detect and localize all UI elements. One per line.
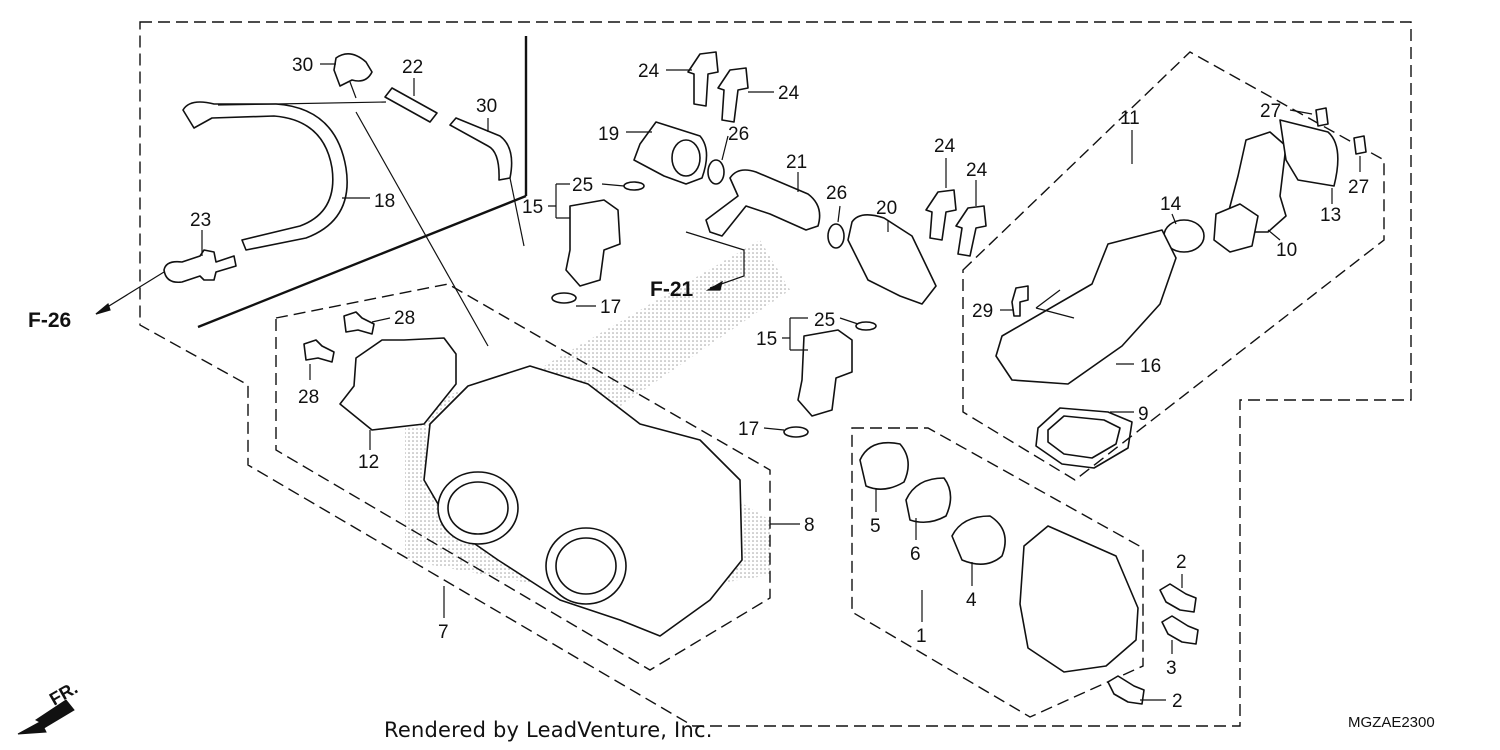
screw-27b xyxy=(1353,135,1367,155)
callout-15: 15 xyxy=(756,329,777,350)
callout-24: 24 xyxy=(934,136,956,157)
callout-27: 27 xyxy=(1260,101,1281,122)
callout-13: 13 xyxy=(1320,205,1341,226)
callout-20: 20 xyxy=(876,198,897,219)
ref-f26: F-26 xyxy=(28,309,71,332)
callout-23: 23 xyxy=(190,210,211,231)
t-joint-22 xyxy=(384,87,438,123)
gasket-9 xyxy=(1035,407,1133,469)
screw-29 xyxy=(1011,285,1029,317)
callout-26: 26 xyxy=(826,183,847,204)
bolt-28b xyxy=(303,339,335,363)
injector-15b xyxy=(797,329,853,417)
seal-4 xyxy=(951,515,1006,565)
seal-5 xyxy=(859,441,909,490)
callout-22: 22 xyxy=(402,57,423,78)
callout-8: 8 xyxy=(804,515,815,536)
ref-f21: F-21 xyxy=(650,278,694,301)
render-credit: Rendered by LeadVenture, Inc. xyxy=(384,718,713,742)
callout-24: 24 xyxy=(966,160,988,181)
callout-28: 28 xyxy=(298,387,319,408)
callout-12: 12 xyxy=(358,452,379,473)
callout-16: 16 xyxy=(1140,356,1161,377)
front-arrow: FR. xyxy=(17,678,81,735)
callout-29: 29 xyxy=(972,301,993,322)
callout-19: 19 xyxy=(598,124,619,145)
bolt-28a xyxy=(343,311,375,335)
callout-14: 14 xyxy=(1160,194,1182,215)
callout-17: 17 xyxy=(738,419,759,440)
callout-25: 25 xyxy=(572,175,593,196)
arrow-left-down-icon xyxy=(17,699,75,735)
callout-21: 21 xyxy=(786,152,807,173)
group-outlines xyxy=(139,21,1412,727)
seal-25b xyxy=(855,321,877,331)
o-ring-26a xyxy=(707,159,725,185)
o-ring-26b xyxy=(827,223,845,249)
main-assembly-boundary xyxy=(139,21,1412,727)
part-drawings xyxy=(163,51,1367,705)
callout-2: 2 xyxy=(1176,552,1187,573)
fuel-joint-21 xyxy=(705,169,821,237)
sensor-unit-1 xyxy=(1019,525,1139,673)
diagram-code: MGZAE2300 xyxy=(1348,714,1435,731)
callout-11: 11 xyxy=(1120,108,1140,129)
callout-7: 7 xyxy=(438,622,449,643)
leader-lines xyxy=(95,63,1361,701)
valve-body-10 xyxy=(1213,203,1259,253)
o-ring-17a xyxy=(551,292,577,304)
hose-cap-30a xyxy=(333,53,373,87)
callout-2: 2 xyxy=(1172,691,1183,712)
sensor-group xyxy=(851,427,1144,718)
bolt-24d xyxy=(955,205,987,257)
callout-25: 25 xyxy=(814,310,835,331)
callout-6: 6 xyxy=(910,544,921,565)
hose-fitting-23 xyxy=(163,249,237,284)
callout-24: 24 xyxy=(778,83,800,104)
idle-valve-group xyxy=(962,51,1385,481)
callout-27: 27 xyxy=(1348,177,1369,198)
seal-25a xyxy=(623,181,645,191)
callout-15: 15 xyxy=(522,197,543,218)
callout-28: 28 xyxy=(394,308,415,329)
callout-4: 4 xyxy=(966,590,977,611)
callout-30: 30 xyxy=(476,96,497,117)
o-ring-17b xyxy=(783,426,809,438)
front-label: FR. xyxy=(46,678,81,710)
callout-3: 3 xyxy=(1166,658,1177,679)
bolt-2a xyxy=(1159,583,1197,613)
bracket-12 xyxy=(339,337,457,431)
callout-30: 30 xyxy=(292,55,313,76)
callout-numbers: 30 22 30 18 23 24 24 19 26 25 15 21 26 1… xyxy=(190,55,1369,712)
bolt-24c xyxy=(925,189,957,241)
callout-9: 9 xyxy=(1138,404,1149,425)
seal-6 xyxy=(905,477,952,524)
callout-26: 26 xyxy=(728,124,749,145)
callout-10: 10 xyxy=(1276,240,1297,261)
hose-group-lines xyxy=(197,36,528,329)
idle-housing-16 xyxy=(995,229,1177,385)
callout-24: 24 xyxy=(638,61,660,82)
screw-27a xyxy=(1315,107,1329,127)
callout-1: 1 xyxy=(916,626,927,647)
bolt-24a xyxy=(687,51,719,107)
bolt-24b xyxy=(717,67,749,123)
callout-5: 5 xyxy=(870,516,881,537)
callout-18: 18 xyxy=(374,191,395,212)
bolt-3 xyxy=(1161,615,1199,645)
throttle-body-group xyxy=(275,283,771,671)
callout-17: 17 xyxy=(600,297,621,318)
bolt-2b xyxy=(1107,675,1145,705)
elbow-hose-30b xyxy=(449,117,513,181)
injector-15a xyxy=(565,199,621,287)
gasket-13 xyxy=(1279,119,1339,187)
injector-cap-20 xyxy=(847,214,937,305)
